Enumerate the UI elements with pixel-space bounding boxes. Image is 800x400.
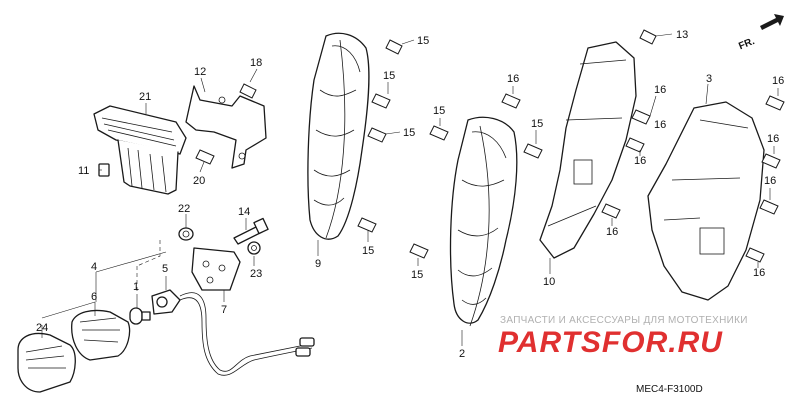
part-2-side-cover (449, 116, 518, 327)
callout-16-e: 16 (606, 226, 618, 238)
callout-20: 20 (193, 175, 205, 187)
leader-lines-left (41, 214, 255, 338)
callout-15-b: 15 (383, 70, 395, 82)
callout-16-c: 16 (654, 119, 666, 131)
callout-10: 10 (543, 276, 555, 288)
fr-label: FR. (737, 36, 756, 52)
callout-15-g: 15 (531, 118, 543, 130)
callout-4: 4 (91, 261, 97, 273)
callout-7: 7 (221, 304, 227, 316)
part-24-lens (17, 332, 76, 393)
watermark-brand: PARTSFOR.RU (498, 326, 723, 359)
callout-16-i: 16 (753, 267, 765, 279)
watermark: ЗАПЧАСТИ И АКСЕССУАРЫ ДЛЯ МОТОТЕХНИКИ PA… (498, 315, 748, 359)
part-14-bolt (233, 217, 269, 245)
callout-15-e: 15 (433, 105, 445, 117)
callout-16-f: 16 (772, 75, 784, 87)
callout-21: 21 (139, 91, 151, 103)
front-direction-indicator: FR. (737, 14, 784, 52)
callout-2: 2 (459, 348, 465, 360)
part-20-screw (195, 149, 215, 165)
callout-15-f: 15 (411, 269, 423, 281)
part-9-side-cover (307, 32, 370, 240)
callout-16-d: 16 (634, 155, 646, 167)
callout-15-c: 15 (403, 127, 415, 139)
diagram-code: MEC4-F3100D (636, 384, 703, 395)
part-1-bulb (129, 307, 151, 325)
callout-12: 12 (194, 66, 206, 78)
callout-23: 23 (250, 268, 262, 280)
part-21-upper-light (93, 105, 187, 195)
part-5-socket-wire (151, 289, 315, 376)
callout-6: 6 (91, 291, 97, 303)
leader-lines-upper-left (99, 68, 258, 173)
callout-15-a: 15 (417, 35, 429, 47)
part-23-washer (247, 241, 261, 255)
callout-16-g: 16 (767, 133, 779, 145)
callout-18-left: 18 (250, 57, 262, 69)
fr-arrow-icon (760, 14, 784, 30)
watermark-caption: ЗАПЧАСТИ И АКСЕССУАРЫ ДЛЯ МОТОТЕХНИКИ (500, 315, 748, 326)
callout-16-b: 16 (654, 84, 666, 96)
part-18-screw-left (239, 83, 257, 99)
callout-5: 5 (162, 263, 168, 275)
callout-11: 11 (78, 165, 89, 177)
callout-numbers: 24 6 4 1 5 22 14 23 7 11 21 12 18 20 9 1… (36, 29, 784, 360)
callout-24: 24 (36, 322, 48, 334)
callout-16-a: 16 (507, 73, 519, 85)
leader-lines-right (317, 33, 779, 346)
callout-16-h: 16 (764, 175, 776, 187)
part-3-inner-cover (647, 101, 765, 301)
part-22-grommet (178, 227, 194, 241)
part-12-bracket (185, 85, 267, 169)
part-7-bracket (191, 247, 241, 291)
fasteners (357, 29, 785, 263)
part-6-housing (71, 309, 131, 361)
callout-15-d: 15 (362, 245, 374, 257)
callout-1: 1 (133, 281, 139, 293)
callout-3: 3 (706, 73, 712, 85)
callout-9: 9 (315, 258, 321, 270)
callout-22: 22 (178, 203, 190, 215)
part-10-inner-bracket (539, 41, 637, 259)
callout-14: 14 (238, 206, 250, 218)
callout-13: 13 (676, 29, 688, 41)
